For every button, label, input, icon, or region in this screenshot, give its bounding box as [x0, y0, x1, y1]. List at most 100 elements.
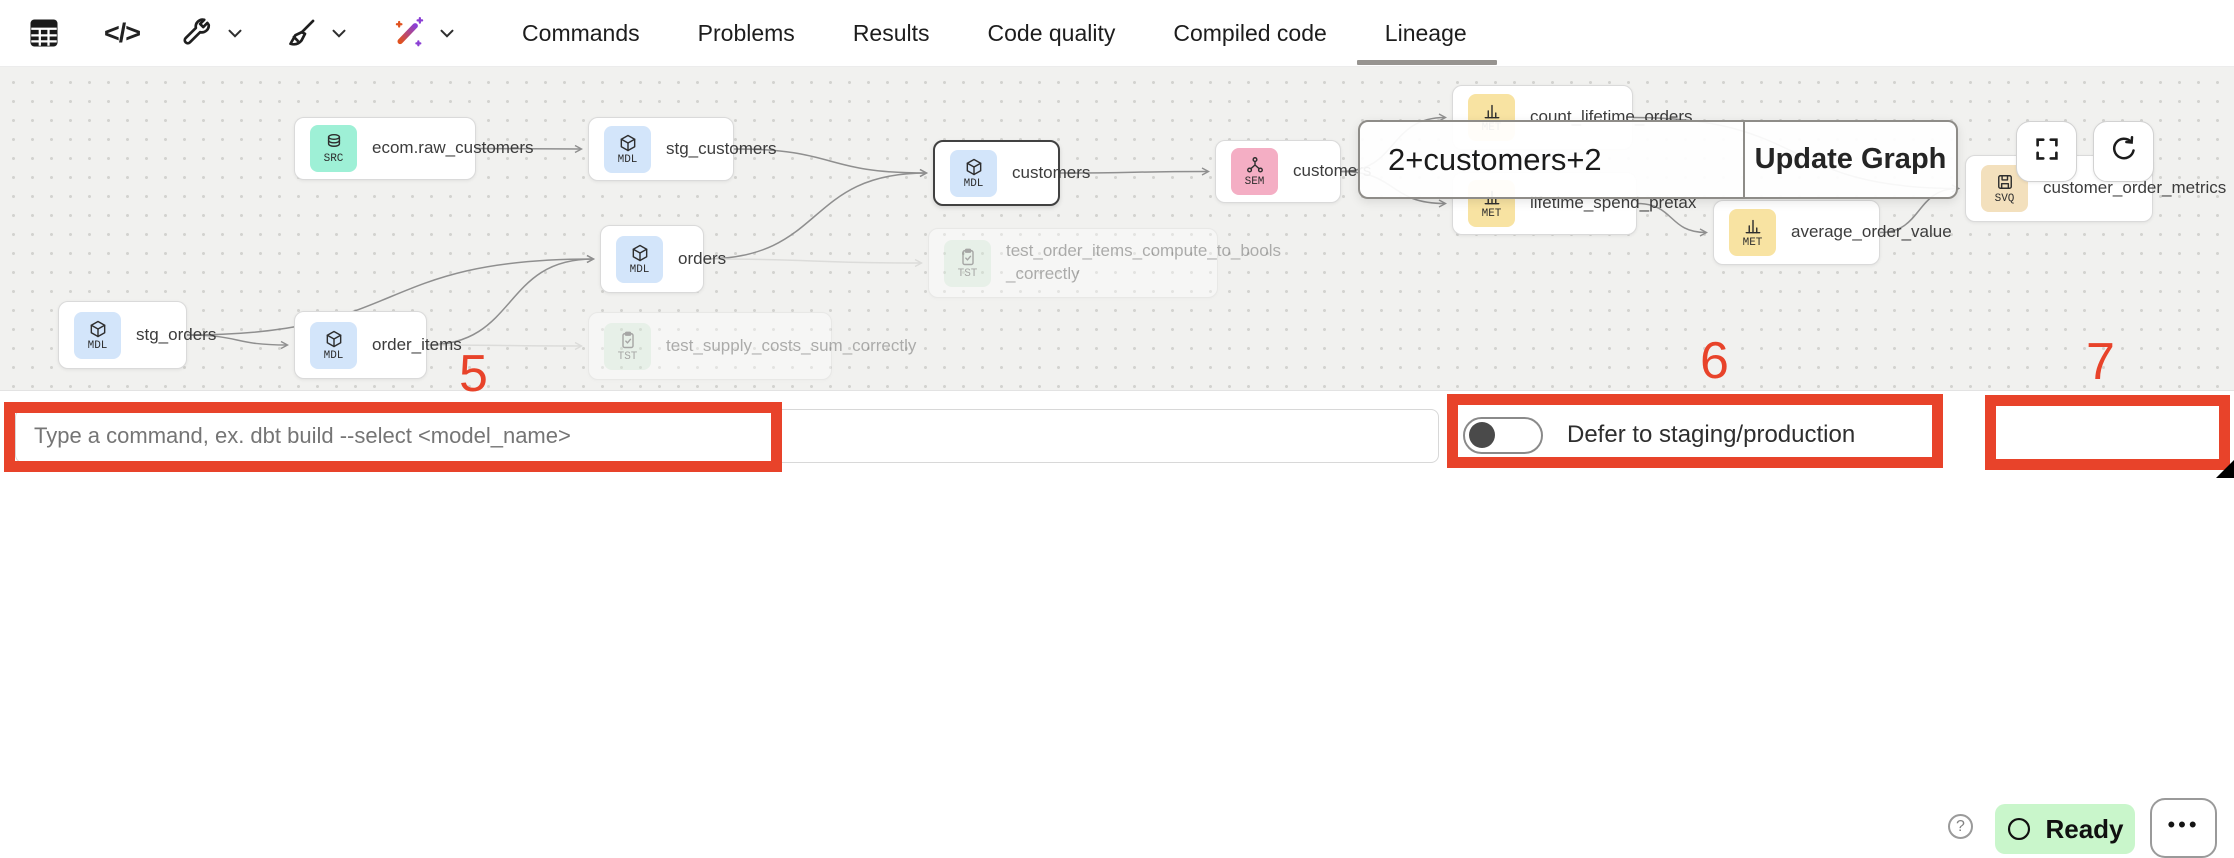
node-label: order_items [372, 334, 462, 354]
table-icon[interactable] [26, 15, 62, 51]
graph-node-customers-mdl[interactable]: MDL customers [933, 140, 1090, 206]
node-label: customers [1293, 161, 1372, 181]
tst-icon [621, 331, 634, 348]
edge-stg-orders-to-orders [186, 254, 595, 336]
met-icon [1745, 219, 1760, 234]
ready-status-button[interactable]: Ready [1995, 804, 2135, 854]
node-label: customers [1012, 162, 1091, 182]
badge-code: MDL [963, 177, 984, 190]
status-badge: Ready [2045, 813, 2124, 844]
defer-toggle[interactable] [1463, 416, 1543, 454]
node-label: stg_orders [136, 324, 217, 344]
badge-code: MET [1481, 208, 1502, 220]
status-circle-icon [2006, 816, 2032, 842]
badge-code: MDL [323, 349, 344, 362]
mdl-badge: MDL [74, 311, 121, 359]
refresh-icon [2109, 134, 2139, 169]
chevron-down-icon[interactable] [328, 22, 350, 44]
graph-selector-input[interactable] [1360, 122, 1744, 197]
command-input[interactable] [15, 409, 1439, 463]
met-icon [1484, 104, 1499, 119]
more-options-button[interactable]: ••• [2150, 798, 2217, 858]
edge-orders-to-customers-mdl [703, 168, 928, 260]
mdl-icon [632, 244, 647, 261]
svq-icon [1997, 175, 2012, 189]
fullscreen-button[interactable] [2016, 121, 2077, 182]
edge-ecom-raw-customers-to-stg-customers [475, 144, 583, 154]
node-label: stg_customers [666, 138, 777, 158]
edge-customers-mdl-to-customers-sem [1059, 167, 1210, 176]
edge-order-items-to-test-supply-costs [426, 341, 583, 351]
graph-node-average-order-value[interactable]: MET average_order_value [1713, 200, 1952, 265]
canvas-controls [2016, 121, 2154, 182]
graph-node-stg-customers[interactable]: MDL stg_customers [588, 117, 777, 181]
edge-stg-customers-to-customers-mdl [733, 148, 928, 178]
node-label: average_order_value [1791, 222, 1952, 242]
graph-node-ecom-raw-customers[interactable]: SRC ecom.raw_customers [294, 117, 534, 180]
edge-orders-to-test-order-items [703, 258, 923, 268]
tst-icon [961, 248, 974, 265]
panel-tabs: Commands Problems Results Code quality Compi… [522, 0, 1497, 66]
mdl-icon [90, 320, 105, 337]
badge-code: TST [617, 350, 638, 363]
node-label: test_supply_costs_sum_correctly [666, 335, 917, 355]
node-label: customer_order_metrics [2043, 178, 2227, 198]
src-icon [327, 133, 340, 147]
met-badge: MET [1729, 209, 1776, 256]
tab-compiled-code[interactable]: Compiled code [1173, 19, 1327, 46]
graph-node-order-items[interactable]: MDL order_items [294, 311, 462, 379]
mdl-icon [326, 330, 341, 347]
magic-wand-icon[interactable] [390, 15, 426, 51]
badge-code: MDL [629, 263, 650, 276]
code-icon[interactable]: </> [104, 17, 141, 48]
refresh-button[interactable] [2093, 121, 2154, 182]
tab-results[interactable]: Results [852, 19, 930, 46]
node-label: ecom.raw_customers [372, 138, 534, 158]
tst-badge: TST [944, 239, 991, 287]
chevron-down-icon[interactable] [224, 22, 246, 44]
defer-control: Defer to staging/production [1463, 391, 1855, 479]
badge-code: MET [1742, 237, 1763, 249]
graph-node-test-supply-costs[interactable]: TST test_supply_costs_sum_correctly [588, 312, 916, 380]
update-graph-button[interactable]: Update Graph [1745, 122, 1956, 197]
edge-lifetime-spend-pretax-to-average-order-value [1636, 202, 1708, 237]
graph-node-customers-sem[interactable]: SEM customers [1215, 140, 1371, 203]
mdl-badge: MDL [310, 321, 357, 369]
node-label: orders [678, 248, 727, 268]
chevron-down-icon[interactable] [436, 22, 458, 44]
badge-code: MDL [617, 153, 638, 166]
tst-badge: TST [604, 322, 651, 370]
mdl-badge: MDL [616, 235, 663, 283]
graph-node-test-order-items[interactable]: TST test_order_items_compute_to_bools _co… [928, 228, 1281, 298]
mdl-badge: MDL [604, 125, 651, 173]
graph-node-orders[interactable]: MDL orders [600, 225, 726, 293]
sem-badge: SEM [1231, 148, 1278, 195]
defer-label: Defer to staging/production [1567, 421, 1856, 448]
mdl-icon [620, 134, 635, 151]
badge-code: TST [957, 267, 978, 280]
graph-node-stg-orders[interactable]: MDL stg_orders [58, 301, 216, 369]
fullscreen-icon [2032, 134, 2062, 169]
toggle-knob [1469, 422, 1495, 448]
badge-code: SVQ [1994, 193, 2015, 205]
help-icon[interactable]: ? [1948, 814, 1973, 839]
badge-code: SRC [323, 153, 344, 165]
badge-code: MDL [87, 339, 108, 352]
wrench-icon[interactable] [180, 16, 214, 50]
tab-lineage[interactable]: Lineage [1356, 0, 1497, 66]
badge-code: SEM [1244, 176, 1265, 188]
tab-code-quality[interactable]: Code quality [987, 19, 1116, 46]
tab-problems[interactable]: Problems [697, 19, 795, 46]
sem-icon [1246, 157, 1263, 173]
tab-commands[interactable]: Commands [522, 19, 640, 46]
mdl-icon [966, 158, 981, 175]
overlay-divider [1743, 122, 1745, 197]
broom-icon[interactable] [284, 16, 318, 50]
mdl-badge: MDL [950, 149, 997, 197]
node-label: test_order_items_compute_to_bools _corre… [1006, 241, 1281, 283]
src-badge: SRC [310, 125, 357, 172]
edge-order-items-to-orders [426, 254, 595, 346]
graph-selector-overlay: Update Graph [1358, 120, 1958, 199]
